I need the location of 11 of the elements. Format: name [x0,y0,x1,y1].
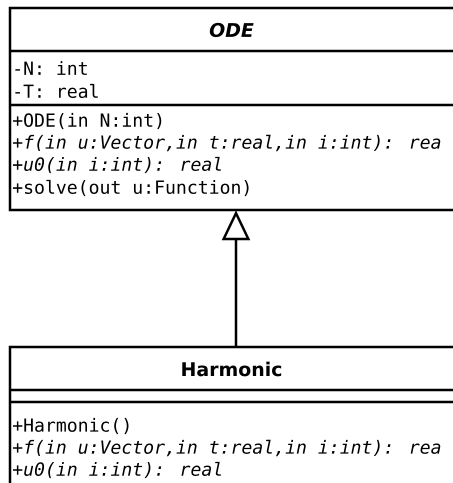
method-text: +u0(in i:int): real [12,462,221,478]
class-name: Harmonic [182,362,282,376]
method-text: +ODE(in N:int) [12,112,162,130]
attribute-text: -N: int [15,61,87,75]
method-text: +f(in u:Vector,in t:real,in i:int): rea [12,440,440,456]
method-text: +u0(in i:int): real [12,156,221,174]
attribute-text: -T: real [15,84,98,98]
method-text: +Harmonic() [12,418,128,434]
method-text: +f(in u:Vector,in t:real,in i:int): rea [12,134,440,152]
method-text: +solve(out u:Function) [12,180,249,196]
class-name: ODE [210,22,254,38]
